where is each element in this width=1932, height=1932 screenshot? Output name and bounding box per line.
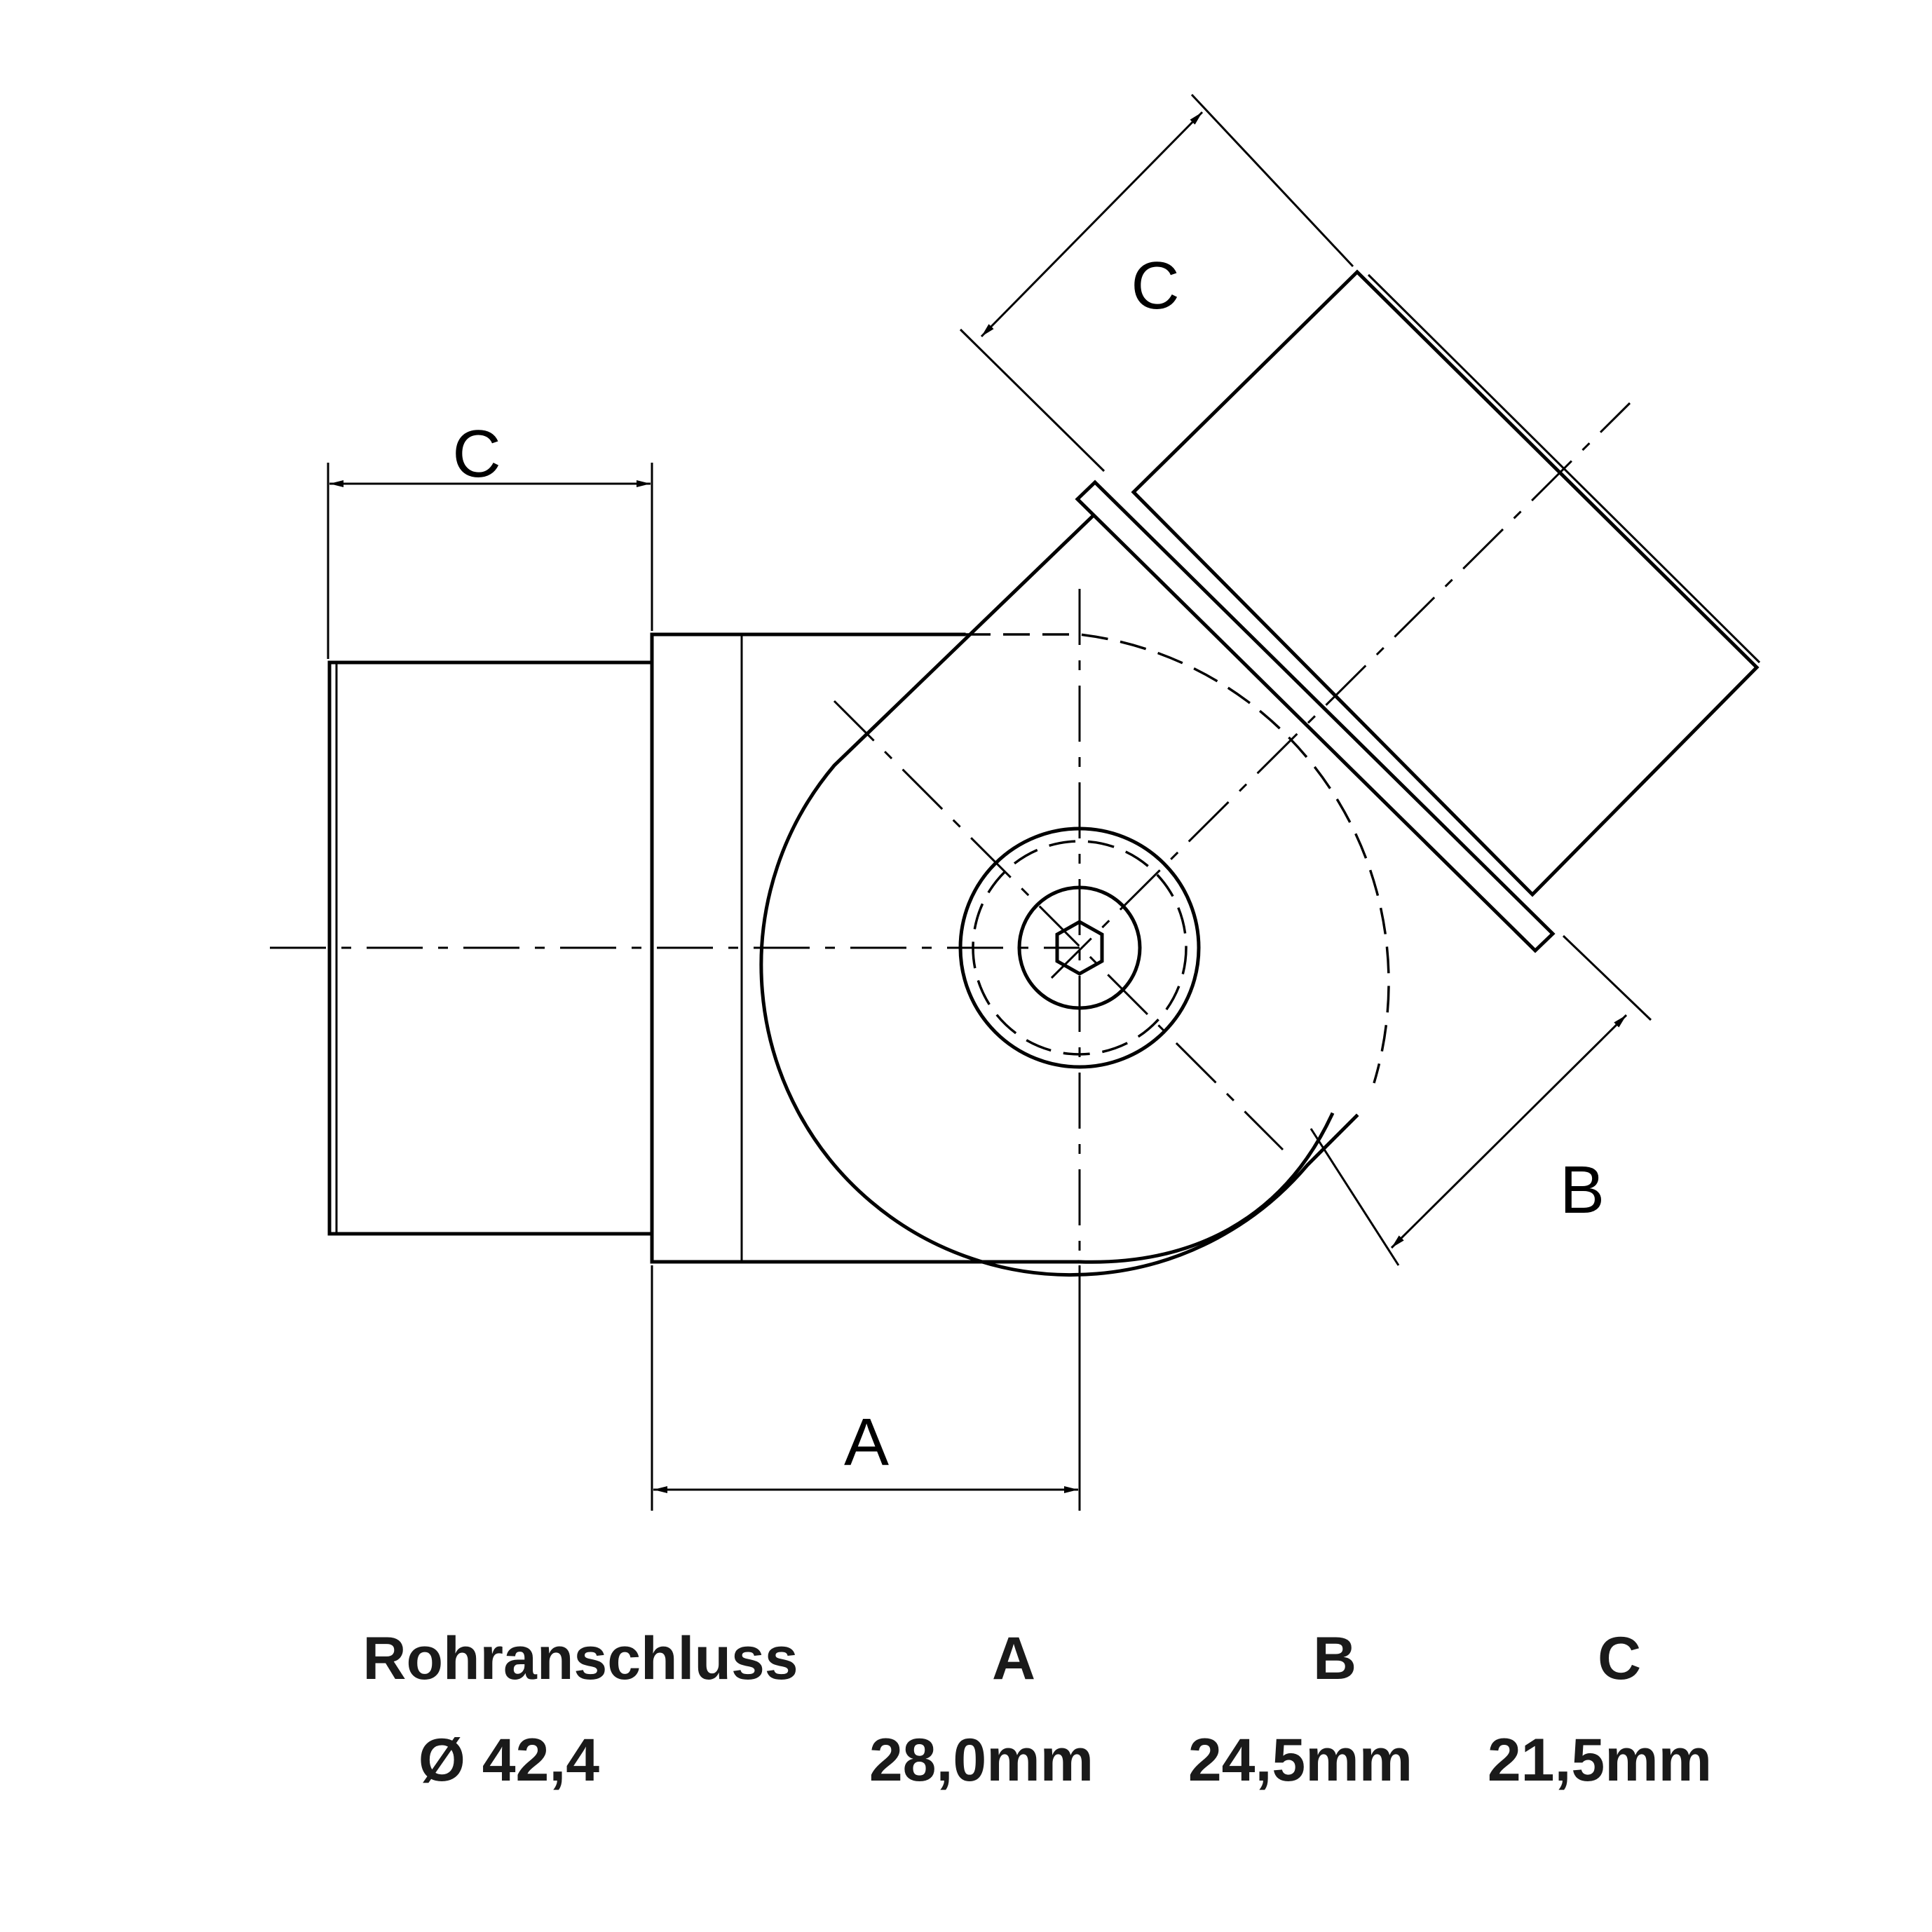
table-value-b: 24,5mm	[1188, 1727, 1413, 1794]
table-header-b: B	[1313, 1625, 1356, 1692]
dimension-c-left-label: C	[452, 416, 501, 491]
dimension-c-top-label: C	[1131, 248, 1179, 323]
joint-body	[650, 512, 1390, 1277]
dimension-a: A	[651, 1265, 1081, 1511]
dimension-table: Rohranschluss A B C Ø 42,4 28,0mm 24,5mm…	[362, 1625, 1712, 1794]
dimension-b: B	[1309, 934, 1652, 1266]
center-bolt	[958, 826, 1201, 1069]
dimension-c-left: C	[327, 416, 653, 659]
dimension-a-label: A	[844, 1405, 889, 1480]
table-header-rohranschluss: Rohranschluss	[362, 1625, 798, 1692]
angled-pipe-stub	[1131, 269, 1761, 897]
center-lines	[270, 402, 1631, 1262]
table-header-a: A	[992, 1625, 1035, 1692]
table-value-c: 21,5mm	[1488, 1727, 1712, 1794]
hex-socket-icon	[1055, 920, 1104, 976]
dimension-b-label: B	[1560, 1152, 1605, 1227]
angled-flange	[1075, 479, 1556, 953]
dimension-c-top: C	[959, 93, 1354, 472]
table-value-diameter: Ø 42,4	[419, 1727, 599, 1794]
table-value-a: 28,0mm	[869, 1727, 1094, 1794]
table-header-c: C	[1598, 1625, 1641, 1692]
